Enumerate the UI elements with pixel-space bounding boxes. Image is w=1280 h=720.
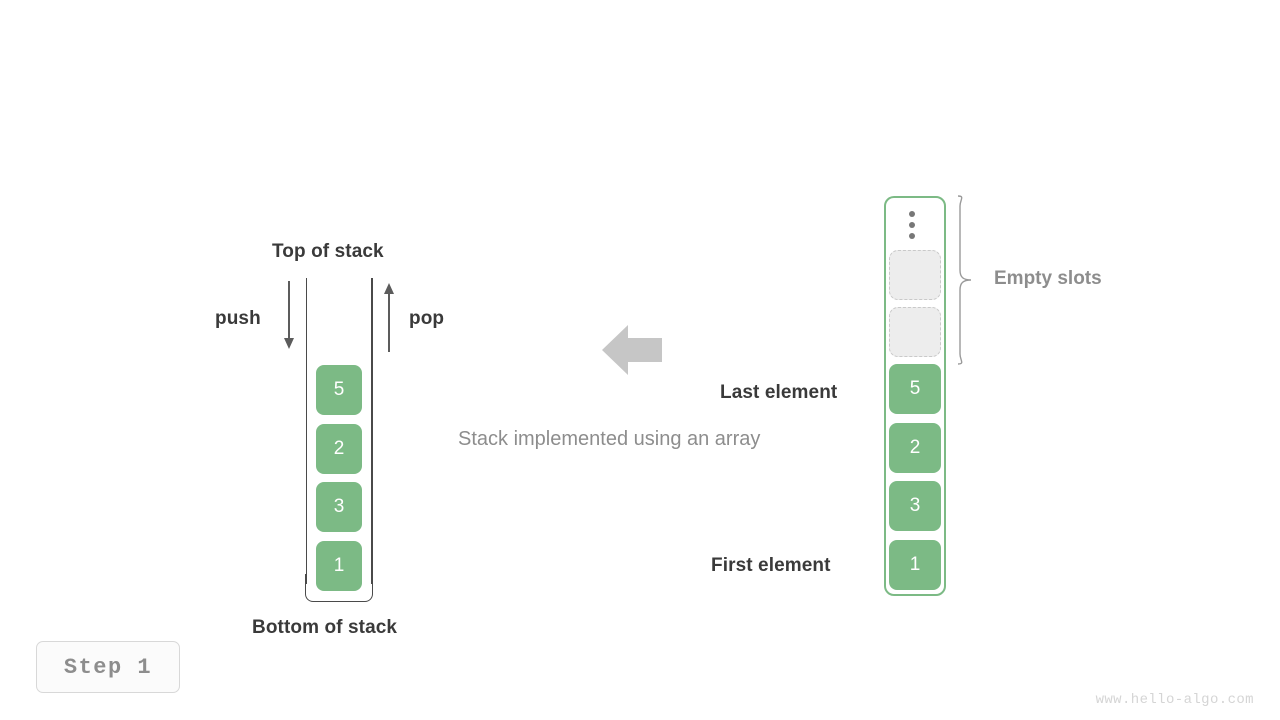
empty-slots-brace — [957, 195, 972, 365]
stack-cell: 3 — [316, 482, 362, 532]
vertical-ellipsis-icon — [909, 211, 917, 244]
stack-wall-left — [305, 278, 308, 584]
stack-cell: 2 — [316, 424, 362, 474]
stack-floor — [305, 574, 373, 602]
diagram-caption: Stack implemented using an array — [458, 428, 761, 450]
watermark: www.hello-algo.com — [1095, 692, 1254, 708]
push-label: push — [215, 308, 261, 329]
empty-slots-label: Empty slots — [994, 268, 1102, 289]
left-pointing-arrow-icon — [602, 325, 662, 375]
top-of-stack-label: Top of stack — [272, 241, 384, 262]
array-cell: 5 — [889, 364, 941, 414]
stack-cell: 5 — [316, 365, 362, 415]
bottom-of-stack-label: Bottom of stack — [252, 617, 398, 638]
empty-slot — [889, 307, 941, 357]
pop-arrow-shaft — [388, 294, 391, 352]
push-arrow-shaft — [288, 281, 291, 339]
pop-label: pop — [409, 308, 445, 329]
last-element-label: Last element — [720, 382, 838, 403]
push-arrow-head — [283, 338, 294, 349]
step-badge: Step 1 — [36, 641, 180, 693]
pop-arrow-head — [383, 283, 394, 294]
array-cell: 3 — [889, 481, 941, 531]
array-cell: 1 — [889, 540, 941, 590]
first-element-label: First element — [711, 555, 831, 576]
array-cell: 2 — [889, 423, 941, 473]
stack-wall-right — [370, 278, 373, 584]
empty-slot — [889, 250, 941, 300]
stack-container — [305, 278, 373, 602]
stack-cell: 1 — [316, 541, 362, 591]
